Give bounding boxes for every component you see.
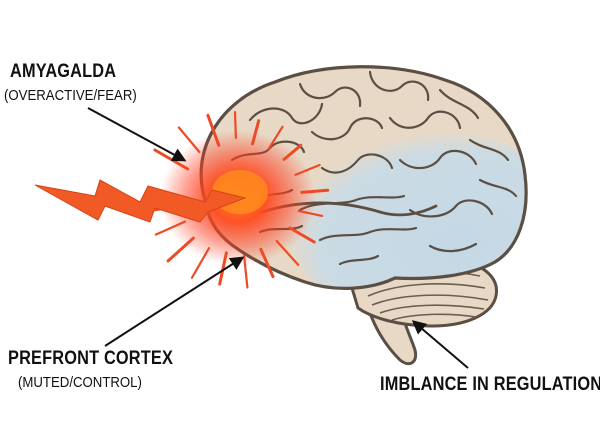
burst-ray (288, 226, 316, 244)
prefront-cortex-sublabel: (MUTED/CONTROL) (18, 374, 142, 391)
burst-ray (177, 126, 201, 154)
lightning-bolt-icon (34, 179, 247, 223)
burst-ray (190, 247, 211, 279)
burst-ray (275, 240, 300, 266)
burst-ray (297, 209, 324, 217)
prefront-cortex-label: PREFRONT CORTEX (8, 348, 174, 369)
burst-ray (243, 254, 249, 289)
prefront-arrow (104, 256, 245, 347)
amygdala-label: AMYAGALDA (10, 61, 117, 82)
burst-ray (267, 125, 284, 150)
burst-ray (259, 247, 275, 279)
imbalance-label: IMBLANCE IN REGULATION (380, 374, 600, 395)
burst-ray (251, 119, 261, 146)
burst-ray (300, 188, 330, 194)
burst-ray (294, 163, 321, 176)
burst-ray (166, 236, 195, 263)
burst-ray (282, 143, 303, 161)
amygdala-sublabel: (OVERACTIVE/FEAR) (4, 87, 137, 104)
burst-ray (218, 251, 228, 286)
burst-ray (154, 220, 187, 236)
cerebrum-outline (199, 65, 528, 290)
burst-ray (233, 110, 237, 140)
amygdala-arrow (87, 107, 187, 162)
burst-ray (206, 113, 221, 147)
regulation-arrow (411, 320, 469, 369)
